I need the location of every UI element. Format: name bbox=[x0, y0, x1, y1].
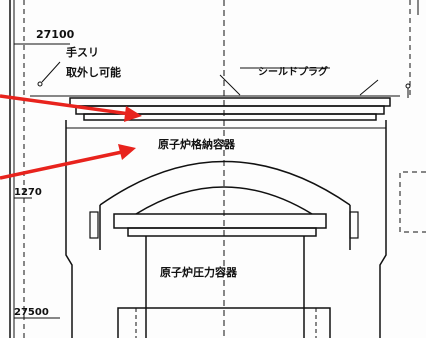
lower-internals bbox=[117, 307, 331, 338]
handrail-post-right bbox=[405, 83, 411, 89]
pressure-vessel-label: 原子炉圧力容器 bbox=[160, 265, 238, 279]
plug-leader-2 bbox=[219, 74, 241, 96]
arrow-to-shield-plug bbox=[0, 94, 131, 116]
plug-leader bbox=[359, 79, 379, 96]
elev-mid-label: 1270 bbox=[14, 187, 42, 198]
arrow-to-containment bbox=[0, 150, 123, 180]
handrail-leader bbox=[41, 61, 61, 83]
right-dashed-box bbox=[399, 171, 426, 233]
arrowhead-containment bbox=[118, 144, 136, 160]
shield-plug-top bbox=[69, 97, 391, 107]
rpv-flange bbox=[113, 213, 327, 229]
shield-plug-bottom bbox=[83, 113, 377, 121]
elev-bottom-label: 27500 bbox=[14, 307, 49, 318]
shield-plug-label: シールドプラグ bbox=[258, 65, 328, 78]
containment-wall-right bbox=[379, 120, 387, 338]
elev-top-label: 27100 bbox=[36, 28, 75, 41]
containment-label: 原子炉格納容器 bbox=[158, 137, 236, 151]
bolt-right bbox=[349, 211, 359, 239]
containment-wall-left bbox=[65, 120, 73, 338]
handrail-label-2: 取外し可能 bbox=[66, 65, 121, 79]
handrail-label-1: 手スリ bbox=[66, 45, 99, 59]
bolt-left bbox=[89, 211, 99, 239]
arrowhead-shield-plug bbox=[124, 106, 142, 122]
containment-dome bbox=[99, 160, 351, 206]
rpv-flange-lower bbox=[127, 227, 317, 237]
rpv-head bbox=[135, 186, 313, 215]
handrail-post-left bbox=[37, 81, 43, 87]
